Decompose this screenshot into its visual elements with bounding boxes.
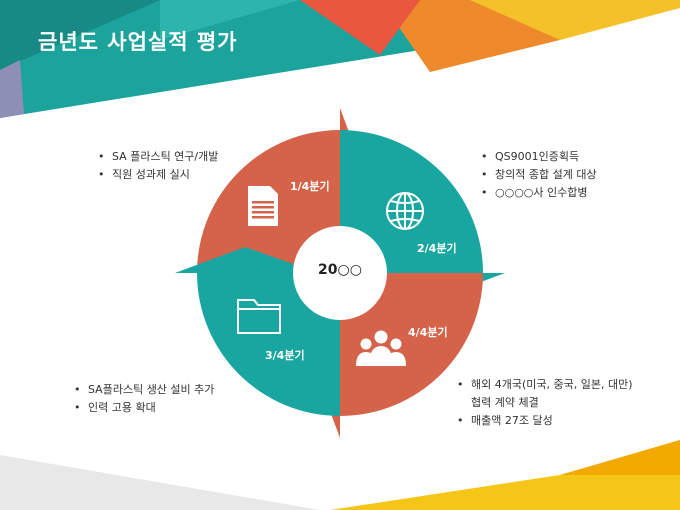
center-hole (293, 226, 387, 320)
quarter-3-notes: SA플라스틱 생산 설비 추가 인력 고용 확대 (74, 381, 214, 417)
note-item: 창의적 종합 설계 대상 (481, 166, 597, 184)
folder-icon (237, 299, 281, 334)
note-item: 직원 성과제 실시 (98, 166, 218, 184)
footer-grey-facet (0, 455, 320, 510)
slide-title: 금년도 사업실적 평가 (38, 30, 238, 54)
note-item: SA 플라스틱 연구/개발 (98, 148, 218, 166)
note-item: ○○○○사 인수합병 (481, 184, 597, 202)
quarter-1-notes: SA 플라스틱 연구/개발 직원 성과제 실시 (98, 148, 218, 184)
note-item: 매출액 27조 달성 (457, 412, 633, 430)
globe-icon (386, 192, 424, 230)
header-yellow-facet (470, 0, 680, 40)
header-dark-teal-facet (0, 0, 160, 70)
document-icon (248, 186, 278, 226)
center-year-label: 20○○ (318, 262, 362, 278)
footer-gold-facet (560, 440, 680, 475)
quarter-1-label: 1/4분기 (290, 180, 330, 193)
note-item: SA플라스틱 생산 설비 추가 (74, 381, 214, 399)
footer-yellow-facet (330, 440, 680, 510)
note-item: 해외 4개국(미국, 중국, 일본, 대만) 협력 계약 체결 (457, 376, 633, 412)
header-light-teal-facet (160, 0, 300, 40)
note-line-continued: 협력 계약 체결 (471, 396, 539, 409)
note-item: 인력 고용 확대 (74, 399, 214, 417)
header-purple-facet (0, 60, 24, 118)
note-item: QS9001인증획득 (481, 148, 597, 166)
quarter-2-notes: QS9001인증획득 창의적 종합 설계 대상 ○○○○사 인수합병 (481, 148, 597, 202)
quarter-4-notes: 해외 4개국(미국, 중국, 일본, 대만) 협력 계약 체결 매출액 27조 … (457, 376, 633, 430)
quarter-4-label: 4/4분기 (408, 326, 448, 339)
note-line: 해외 4개국(미국, 중국, 일본, 대만) (471, 378, 633, 391)
quarter-3-label: 3/4분기 (265, 349, 305, 362)
people-icon (356, 330, 406, 366)
header-red-facet (300, 0, 420, 55)
quarter-2-label: 2/4분기 (417, 242, 457, 255)
